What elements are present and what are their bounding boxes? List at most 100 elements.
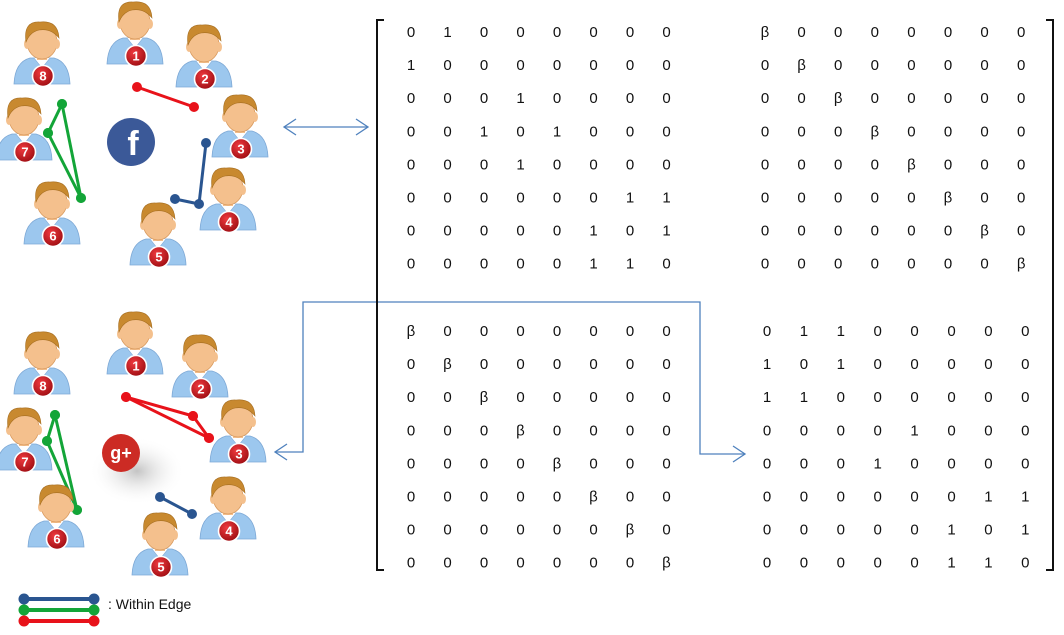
matrix-cell: 0	[443, 57, 451, 74]
ear-icon	[34, 199, 40, 209]
matrix-cell: 1	[662, 223, 670, 240]
ear-icon	[210, 494, 216, 504]
matrix-cell: 0	[662, 57, 670, 74]
ear-icon	[170, 220, 176, 230]
matrix-cell: 0	[980, 90, 988, 107]
legend-edge-node	[88, 593, 100, 605]
matrix-cell: 1	[910, 422, 918, 439]
user-badge	[13, 450, 37, 474]
matrix-cell: 0	[589, 356, 597, 373]
matrix-cell: 0	[443, 223, 451, 240]
matrix-cell: 0	[553, 323, 561, 340]
user-2-avatar: 2	[175, 24, 233, 91]
arrowhead-left-google-plus	[273, 443, 288, 461]
matrix-cell: 0	[662, 356, 670, 373]
matrix-cell: 0	[1017, 57, 1025, 74]
matrix-cell: β	[834, 90, 843, 107]
matrix-cell: 0	[480, 57, 488, 74]
user-badge	[147, 245, 171, 269]
matrix-cell: 1	[516, 156, 524, 173]
matrix-cell: 0	[980, 156, 988, 173]
matrix-brackets	[376, 19, 1054, 571]
user-number: 4	[225, 215, 233, 230]
matrix-cell: 0	[874, 422, 882, 439]
matrix-cell: 0	[553, 389, 561, 406]
hair-icon	[118, 1, 153, 24]
matrix-cell: 0	[662, 90, 670, 107]
matrix-cell: 0	[407, 123, 415, 140]
matrix-cell: 0	[797, 90, 805, 107]
edge-8-6	[57, 99, 86, 203]
user-1-avatar: 1	[106, 311, 164, 378]
user-badge	[45, 527, 69, 551]
user-badge	[124, 354, 148, 378]
edge-line	[124, 395, 211, 440]
ear-icon	[6, 115, 12, 125]
edge-line	[158, 495, 194, 516]
matrix-cell: 0	[984, 455, 992, 472]
matrix-cell: 0	[626, 489, 634, 506]
user-number: 6	[49, 229, 56, 244]
matrix-cell: 0	[874, 555, 882, 572]
supra-adjacency-matrix: 0 1 0 0 0 0 0 0 1 0 0 0 0 0 0 0 0 0 0 1 0 0 0 0 0 0 1 0 1 0 0 0 0 0 0 1 0 0 0 0…	[407, 24, 1030, 572]
matrix-cell: 0	[589, 422, 597, 439]
matrix-cell: 0	[907, 256, 915, 273]
user-7-avatar: 7	[0, 97, 53, 164]
user-4-avatar: 4	[199, 167, 257, 234]
legend-line-0	[18, 593, 100, 605]
matrix-cell: 1	[874, 455, 882, 472]
matrix-cell: 0	[553, 522, 561, 539]
ear-icon	[220, 417, 226, 427]
facebook-logo-icon	[107, 118, 155, 166]
google-plus-logo-letters: g+	[110, 443, 132, 463]
matrix-cell: β	[944, 190, 953, 207]
matrix-cell: 1	[662, 190, 670, 207]
matrix-cell: 1	[1021, 489, 1029, 506]
ear-icon	[38, 502, 44, 512]
matrix-cell: 1	[1021, 522, 1029, 539]
matrix-cell: 0	[516, 389, 524, 406]
matrix-cell: 0	[1017, 24, 1025, 41]
ear-icon	[240, 494, 246, 504]
matrix-cell: 0	[1017, 223, 1025, 240]
edge-line	[53, 413, 79, 512]
matrix-cell: 0	[980, 190, 988, 207]
ear-icon	[222, 112, 228, 122]
matrix-cell: 0	[553, 156, 561, 173]
matrix-cell: β	[662, 555, 671, 572]
edge-line	[173, 141, 208, 206]
matrix-cell: 0	[761, 256, 769, 273]
user-number: 8	[39, 69, 46, 84]
matrix-cell: 1	[947, 522, 955, 539]
matrix-cell: 0	[662, 422, 670, 439]
matrix-cell: 0	[761, 90, 769, 107]
user-number: 5	[155, 250, 162, 265]
edge-node	[43, 128, 53, 138]
matrix-cell: 0	[407, 24, 415, 41]
matrix-cell: 0	[407, 389, 415, 406]
matrix-cell: 0	[834, 24, 842, 41]
matrix-cell: 0	[834, 223, 842, 240]
matrix-cell: 0	[443, 555, 451, 572]
matrix-cell: 0	[910, 522, 918, 539]
matrix-cell: 1	[480, 123, 488, 140]
matrix-cell: 0	[800, 455, 808, 472]
arrowhead-left-facebook	[282, 118, 297, 136]
edge-line	[46, 102, 64, 135]
matrix-cell: 0	[553, 555, 561, 572]
matrix-cell: 0	[837, 389, 845, 406]
matrix-cell: 0	[797, 156, 805, 173]
matrix-cell: 0	[553, 223, 561, 240]
matrix-cell: 0	[837, 422, 845, 439]
matrix-cell: 0	[443, 489, 451, 506]
matrix-cell: 0	[797, 123, 805, 140]
user-2-avatar: 2	[171, 334, 229, 401]
matrix-cell: 0	[761, 57, 769, 74]
matrix-cell: 0	[443, 190, 451, 207]
matrix-cell: 0	[662, 522, 670, 539]
matrix-cell: 0	[626, 123, 634, 140]
matrix-cell: 0	[407, 522, 415, 539]
matrix-cell: 1	[589, 223, 597, 240]
